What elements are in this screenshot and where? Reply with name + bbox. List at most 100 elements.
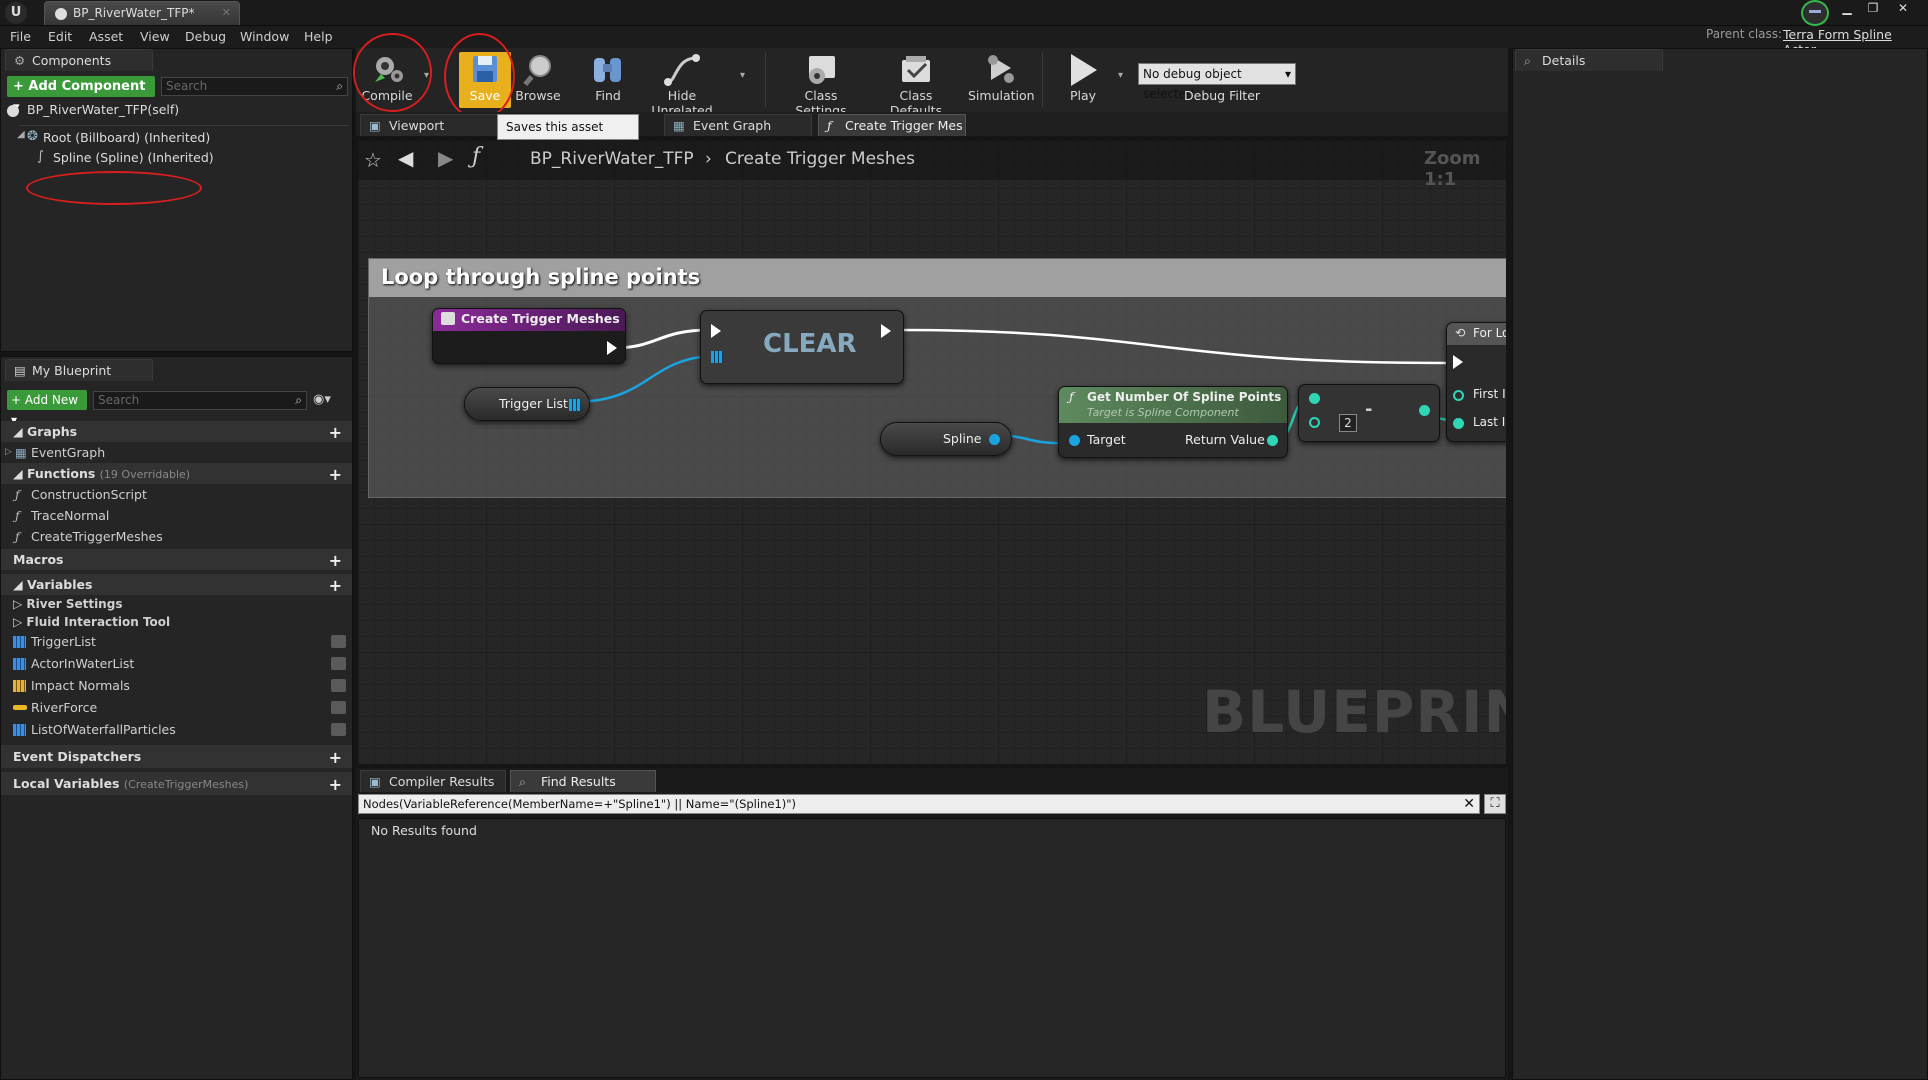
- hide-unrelated-button[interactable]: Hide Unrelated: [640, 52, 724, 118]
- exec-in-pin[interactable]: [1453, 355, 1463, 369]
- class-defaults-button[interactable]: Class Defaults: [872, 52, 960, 118]
- clear-node[interactable]: CLEAR: [700, 310, 904, 384]
- component-self[interactable]: BP_RiverWater_TFP(self): [27, 102, 180, 117]
- add-function-icon[interactable]: +: [328, 465, 342, 484]
- return-value-out-pin[interactable]: [1267, 435, 1278, 446]
- tab-compiler-results[interactable]: ▣ Compiler Results: [360, 770, 506, 792]
- for-loop-node[interactable]: ⟲ For Lo First I Last I: [1446, 322, 1506, 442]
- add-local-variable-icon[interactable]: +: [328, 775, 342, 794]
- component-root[interactable]: Root (Billboard) (Inherited): [43, 130, 211, 145]
- menu-view[interactable]: View: [140, 29, 170, 44]
- graph-item-eventgraph[interactable]: ▷▦EventGraph: [1, 442, 352, 463]
- add-graph-icon[interactable]: +: [328, 423, 342, 442]
- add-dispatcher-icon[interactable]: +: [328, 748, 342, 767]
- source-control-icon[interactable]: [1801, 0, 1829, 26]
- variable-item-triggerlist[interactable]: TriggerList: [1, 631, 352, 653]
- find-results-search-input[interactable]: Nodes(VariableReference(MemberName=+"Spl…: [358, 794, 1480, 814]
- exec-out-pin[interactable]: [881, 324, 891, 338]
- visibility-eye-icon[interactable]: [331, 635, 346, 648]
- section-event-dispatchers[interactable]: Event Dispatchers+: [1, 745, 352, 768]
- add-component-button[interactable]: + Add Component ▾: [7, 76, 155, 115]
- last-index-pin[interactable]: [1453, 418, 1464, 429]
- visibility-eye-icon[interactable]: [331, 723, 346, 736]
- class-settings-button[interactable]: Class Settings: [778, 52, 864, 118]
- close-tab-icon[interactable]: ✕: [221, 6, 231, 19]
- menu-edit[interactable]: Edit: [48, 29, 73, 44]
- tab-create-trigger-meshes[interactable]: ƒ Create Trigger Mes: [818, 114, 966, 136]
- variable-item-impact-normals[interactable]: Impact Normals: [1, 675, 352, 697]
- menu-file[interactable]: File: [10, 29, 31, 44]
- visibility-eye-icon[interactable]: [331, 701, 346, 714]
- array-in-pin[interactable]: [711, 351, 723, 363]
- subtract-node[interactable]: 2 -: [1298, 384, 1440, 442]
- add-macro-icon[interactable]: +: [328, 551, 342, 570]
- expand-arrow-icon[interactable]: ▷: [5, 447, 12, 457]
- maximize-button[interactable]: ❐: [1867, 1, 1879, 15]
- close-window-button[interactable]: ✕: [1897, 1, 1909, 15]
- int-out-pin[interactable]: [1419, 405, 1430, 416]
- exec-in-pin[interactable]: [711, 324, 721, 338]
- find-in-all-blueprints-binoculars-icon[interactable]: ⛶: [1484, 794, 1506, 814]
- view-options-eye-icon[interactable]: ◉▾: [313, 392, 331, 407]
- get-number-of-spline-points-node[interactable]: ƒ Get Number Of Spline Points Target is …: [1058, 386, 1288, 458]
- comment-box[interactable]: Loop through spline points: [368, 258, 1506, 498]
- menu-window[interactable]: Window: [240, 29, 290, 44]
- hide-unrelated-dropdown-icon[interactable]: ▾: [740, 70, 746, 81]
- first-index-pin[interactable]: [1453, 390, 1464, 401]
- section-functions[interactable]: ◢ Functions (19 Overridable)+: [1, 463, 352, 484]
- blueprint-search-input[interactable]: Search ⌕: [93, 391, 307, 410]
- comment-title[interactable]: Loop through spline points: [381, 265, 701, 289]
- menu-debug[interactable]: Debug: [185, 29, 227, 44]
- add-variable-icon[interactable]: +: [328, 576, 342, 595]
- breadcrumb-root[interactable]: BP_RiverWater_TFP: [530, 149, 694, 169]
- debug-object-select[interactable]: No debug object selected ▾: [1138, 63, 1296, 101]
- variable-category-river-settings[interactable]: ▷ River Settings: [13, 597, 123, 611]
- target-in-pin[interactable]: [1069, 435, 1080, 446]
- components-tab[interactable]: ⚙ Components: [5, 49, 153, 71]
- breadcrumb-function[interactable]: Create Trigger Meshes: [725, 149, 915, 169]
- star-favorite-icon[interactable]: ☆: [364, 148, 382, 172]
- components-search-input[interactable]: Search ⌕: [161, 77, 348, 96]
- minimize-button[interactable]: ▁: [1842, 1, 1852, 15]
- play-button[interactable]: Play: [1050, 52, 1116, 108]
- variable-item-listofwaterfallparticles[interactable]: ListOfWaterfallParticles: [1, 719, 352, 741]
- visibility-eye-icon[interactable]: [331, 679, 346, 692]
- play-options-dropdown-icon[interactable]: ▾: [1118, 70, 1124, 81]
- menu-asset[interactable]: Asset: [89, 29, 124, 44]
- exec-out-pin[interactable]: [607, 341, 617, 355]
- trigger-list-getter-node[interactable]: Trigger List: [464, 387, 590, 421]
- object-out-pin[interactable]: [989, 434, 1000, 445]
- component-spline[interactable]: Spline (Spline) (Inherited): [53, 150, 214, 165]
- back-arrow-icon[interactable]: ◀: [398, 146, 414, 170]
- document-tab[interactable]: BP_RiverWater_TFP* ✕: [44, 1, 240, 25]
- expand-arrow-icon[interactable]: ◢: [17, 129, 25, 140]
- variable-item-riverforce[interactable]: RiverForce: [1, 697, 352, 719]
- graph-canvas[interactable]: ☆ ◀ ▶ ƒ BP_RiverWater_TFP › Create Trigg…: [358, 140, 1506, 764]
- function-entry-node[interactable]: Create Trigger Meshes: [432, 308, 626, 364]
- simulation-button[interactable]: Simulation: [968, 52, 1035, 108]
- subtract-value-field[interactable]: 2: [1339, 414, 1357, 432]
- spline-getter-node[interactable]: Spline: [880, 422, 1012, 456]
- tab-find-results[interactable]: ⌕ Find Results: [510, 770, 656, 792]
- int-in-pin-b[interactable]: [1309, 417, 1320, 428]
- variable-item-actorinwaterlist[interactable]: ActorInWaterList: [1, 653, 352, 675]
- menu-help[interactable]: Help: [304, 29, 333, 44]
- visibility-eye-icon[interactable]: [331, 657, 346, 670]
- int-in-pin-a[interactable]: [1309, 393, 1320, 404]
- find-button[interactable]: Find: [575, 52, 641, 108]
- section-variables[interactable]: ◢ Variables+: [1, 574, 352, 595]
- variable-category-fluid-interaction[interactable]: ▷ Fluid Interaction Tool: [13, 615, 171, 629]
- details-tab[interactable]: ⌕ Details: [1515, 49, 1663, 71]
- section-macros[interactable]: Macros+: [1, 549, 352, 570]
- section-local-variables[interactable]: Local Variables (CreateTriggerMeshes)+: [1, 772, 352, 795]
- array-out-pin[interactable]: [569, 399, 581, 411]
- forward-arrow-icon[interactable]: ▶: [438, 146, 454, 170]
- clear-search-icon[interactable]: ✕: [1463, 796, 1475, 812]
- tab-event-graph[interactable]: ▦ Event Graph: [664, 114, 812, 136]
- add-new-button[interactable]: + Add New ▾: [7, 390, 87, 427]
- tab-viewport[interactable]: ▣ Viewport: [360, 114, 505, 136]
- browse-button[interactable]: Browse: [505, 52, 571, 108]
